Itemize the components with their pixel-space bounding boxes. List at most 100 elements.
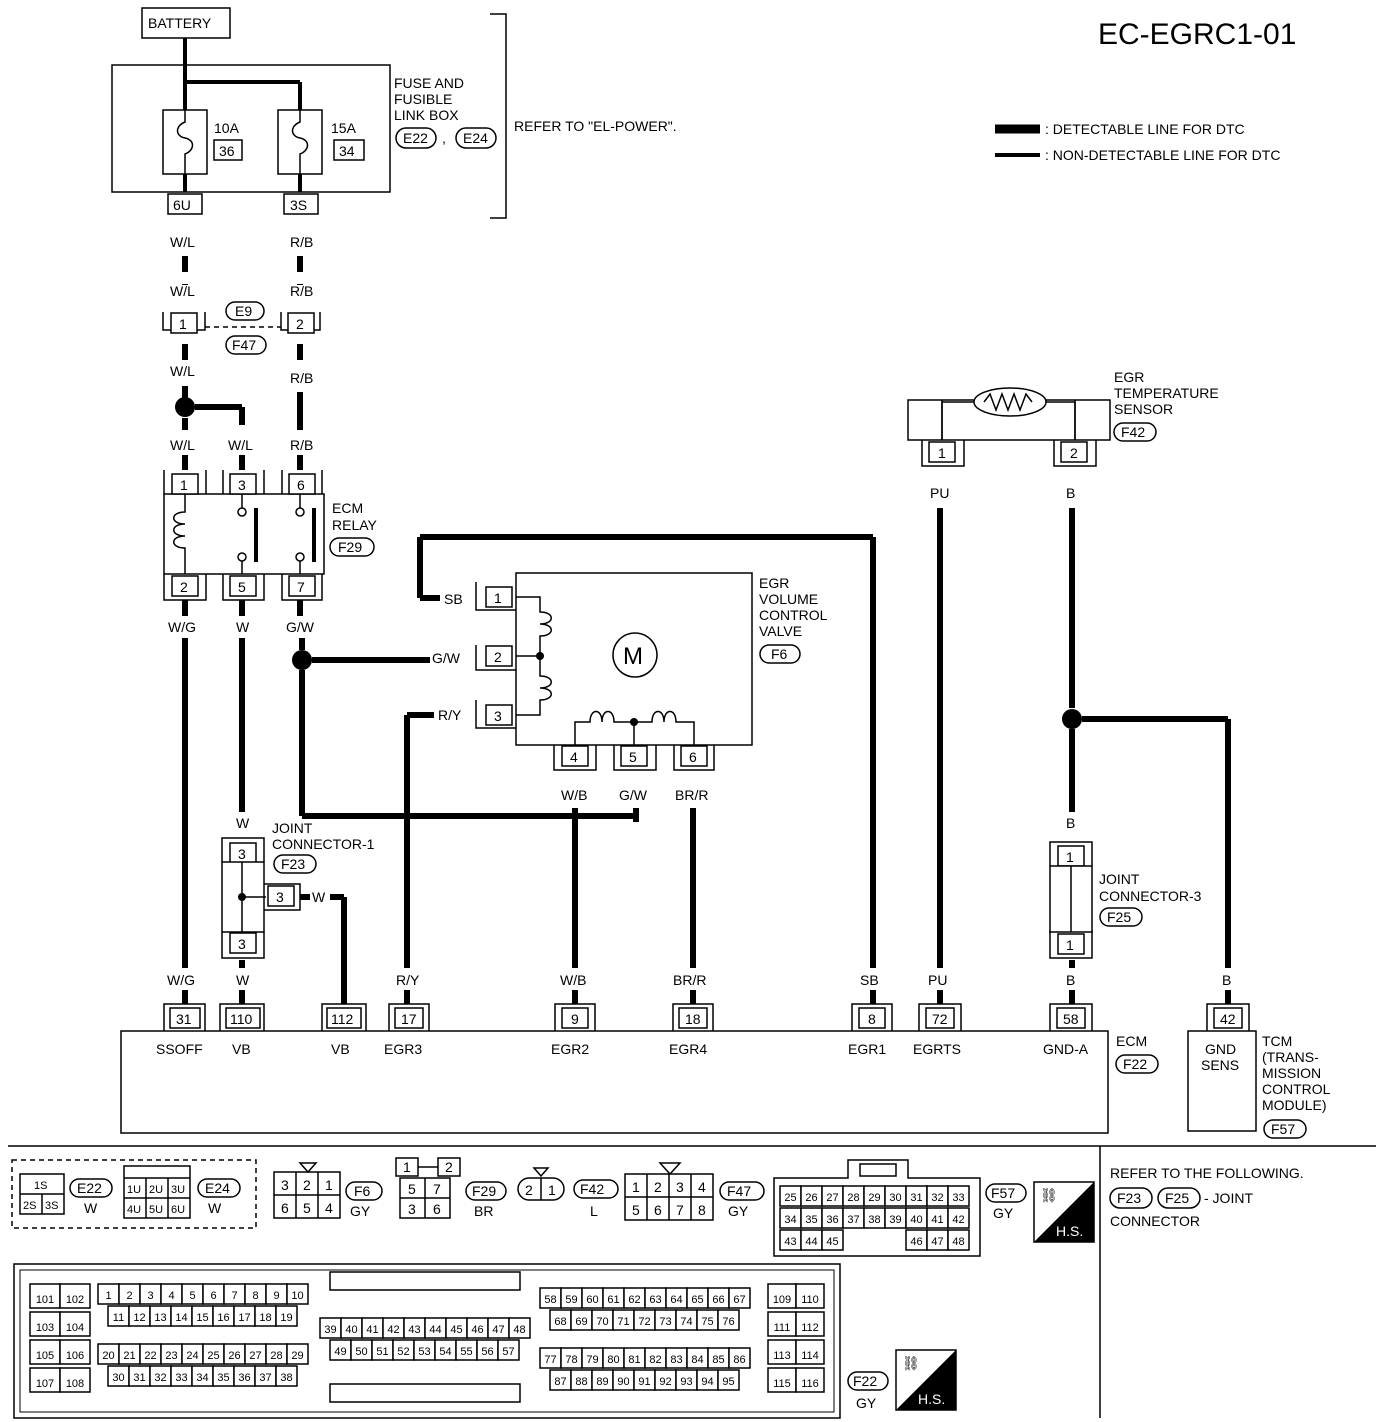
e24-pin-4u: 4U [127, 1204, 141, 1216]
fuse-10a-rating: 10A [214, 120, 240, 136]
f22-id: F22 [853, 1373, 877, 1389]
pin-number: 2 [126, 1290, 132, 1302]
sensor-label-3: SENSOR [1114, 401, 1173, 417]
pin-number: 116 [801, 1378, 819, 1390]
tcm-name-1: GND [1205, 1041, 1236, 1057]
tcm-pin-42: 42 [1220, 1011, 1236, 1027]
pin-number: 28 [270, 1350, 282, 1362]
pin-number: 86 [733, 1354, 745, 1366]
pin-cell [728, 1347, 751, 1369]
pin-cell [59, 1367, 91, 1393]
valve-label-3: CONTROL [759, 607, 828, 623]
pin-number: 42 [952, 1214, 964, 1226]
pin-number: 27 [249, 1350, 261, 1362]
ecm-pin-112: 112 [331, 1011, 354, 1027]
joint-connector-e9-f47: 1 2 E9 F47 [162, 301, 321, 355]
pin-number: 83 [670, 1354, 682, 1366]
pin-cell [947, 1207, 970, 1229]
ecm-name-vb-2: VB [331, 1041, 350, 1057]
pin-number: 58 [544, 1294, 556, 1306]
pin-number: 44 [805, 1236, 817, 1248]
pin-cell [59, 1339, 91, 1365]
battery-label: BATTERY [148, 15, 212, 31]
tcm: 42 GND SENS TCM (TRANS- MISSION CONTROL … [1187, 1003, 1331, 1139]
pin-number: 35 [217, 1372, 229, 1384]
joint1-label-2: CONNECTOR-1 [272, 836, 375, 852]
legend-non-detectable-text: : NON-DETECTABLE LINE FOR DTC [1045, 147, 1280, 163]
tcm-name-2: SENS [1201, 1057, 1239, 1073]
pin-number: 81 [628, 1354, 640, 1366]
f6-pin-6: 6 [281, 1200, 289, 1216]
pin-number: 64 [670, 1294, 682, 1306]
wire-label-rb-4: R/B [290, 437, 313, 453]
pin-number: 23 [165, 1350, 177, 1362]
pin-cell [59, 1311, 91, 1337]
wire-label-ry-1: R/Y [438, 707, 462, 723]
hs-label-1: H.S. [1056, 1223, 1083, 1239]
sensor-label-2: TEMPERATURE [1114, 385, 1219, 401]
wire-label-wb-1: W/B [561, 787, 587, 803]
pin-number: 114 [801, 1350, 819, 1362]
pin-number: 22 [144, 1350, 156, 1362]
wire-label-wg-2: W/G [167, 972, 195, 988]
fuse-box-label-2: FUSIBLE [394, 91, 452, 107]
pin-number: 32 [931, 1192, 943, 1204]
f29-pin-5: 5 [408, 1181, 416, 1197]
f29-pin-1: 1 [403, 1159, 411, 1175]
pin-number: 47 [492, 1324, 504, 1336]
f6-pin-3: 3 [281, 1177, 289, 1193]
f42-color: L [590, 1203, 598, 1219]
refer-line2: CONNECTOR [1110, 1213, 1200, 1229]
joint-connector-3: 1 1 JOINT CONNECTOR-3 F25 [1049, 841, 1202, 959]
legend: : DETECTABLE LINE FOR DTC : NON-DETECTAB… [995, 121, 1280, 163]
valve-pin-6: 6 [689, 749, 697, 765]
pin-number: 40 [910, 1214, 922, 1226]
pin-number: 59 [565, 1294, 577, 1306]
pin-number: 44 [429, 1324, 441, 1336]
pin-number: 80 [607, 1354, 619, 1366]
pin-cell [717, 1309, 740, 1331]
pin-number: 14 [175, 1312, 187, 1324]
tcm-label-1: TCM [1262, 1033, 1292, 1049]
wire-label-wl-1: W/L [170, 234, 195, 250]
pin-number: 101 [36, 1294, 54, 1306]
e24-color: W [208, 1200, 222, 1216]
pin-number: 5 [189, 1290, 195, 1302]
pin-number: 37 [259, 1372, 271, 1384]
refer-text: REFER TO THE FOLLOWING. [1110, 1165, 1304, 1181]
ecm-pin-17: 17 [401, 1011, 417, 1027]
pin-number: 30 [112, 1372, 124, 1384]
pin-number: 88 [575, 1376, 587, 1388]
refer-el-power: REFER TO "EL-POWER". [514, 118, 677, 134]
fuse-term-6u: 6U [173, 197, 191, 213]
pin-cell [795, 1339, 825, 1365]
hs-badge-1: ⛓ H.S. [1033, 1181, 1095, 1243]
valve-pin-5: 5 [629, 749, 637, 765]
e24-pin-1u: 1U [127, 1184, 141, 1196]
ecm-label: ECM [1116, 1033, 1147, 1049]
f47-pin-7: 7 [676, 1202, 684, 1218]
pin-number: 10 [291, 1290, 303, 1302]
pin-number: 103 [36, 1322, 54, 1334]
pin-number: 75 [701, 1316, 713, 1328]
pin-number: 61 [607, 1294, 619, 1306]
f57-id: F57 [991, 1185, 1015, 1201]
joint3-pin-1b: 1 [1066, 937, 1074, 953]
pin-number: 30 [889, 1192, 901, 1204]
tcm-label-5: MODULE) [1262, 1097, 1327, 1113]
egr-volume-control-valve: EGR VOLUME CONTROL VALVE F6 M 1 2 3 4 5 … [475, 572, 828, 771]
pin-number: 19 [280, 1312, 292, 1324]
pin-number: 54 [439, 1346, 451, 1358]
pin-number: 3 [147, 1290, 153, 1302]
pin-number: 62 [628, 1294, 640, 1306]
hs-icon-1: ⛓ [1040, 1187, 1058, 1203]
pin-number: 53 [418, 1346, 430, 1358]
pin-number: 107 [36, 1378, 54, 1390]
e9-pin-1: 1 [179, 316, 187, 332]
connector-e24: 1U 2U 3U 4U 5U 6U E24 W [123, 1165, 241, 1219]
splice-b [1062, 709, 1082, 729]
pin-number: 106 [66, 1350, 84, 1362]
ecm-name-gnd-a: GND-A [1043, 1041, 1089, 1057]
